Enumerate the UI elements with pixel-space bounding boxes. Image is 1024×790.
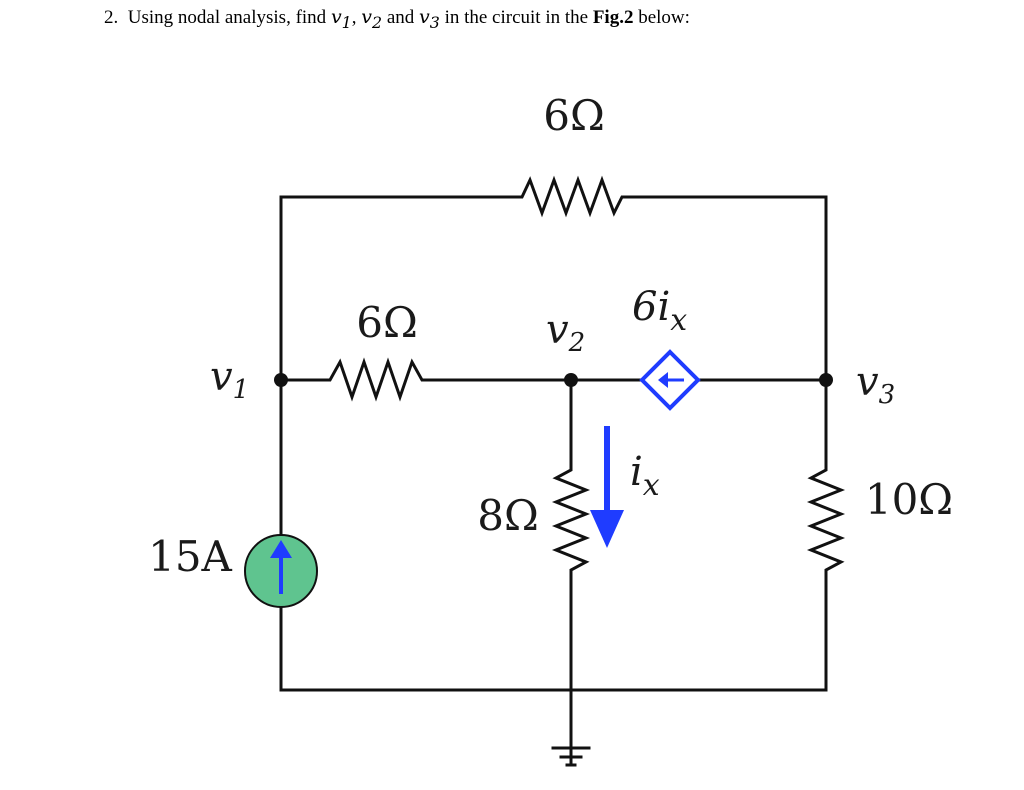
node-v2-label: v2: [546, 307, 585, 358]
current-source: [244, 534, 318, 608]
resistor-10-label: 10Ω: [865, 475, 953, 524]
resistor-8-label: 8Ω: [477, 491, 539, 540]
var-v2: v2: [361, 6, 383, 32]
node-v1-label: v1: [210, 354, 249, 405]
ix-label: ix: [630, 449, 660, 503]
node-v3-dot: [819, 373, 833, 387]
top-resistor-label: 6Ω: [543, 91, 605, 140]
ix-arrow: [590, 426, 624, 548]
ground-symbol: [551, 746, 591, 767]
middle-resistor-label: 6Ω: [356, 298, 418, 347]
top-wire: [279, 175, 828, 382]
question-and: and: [386, 7, 415, 28]
middle-wire: [279, 357, 828, 402]
current-source-label: 15A: [148, 532, 232, 581]
resistor-10-wire: [806, 378, 846, 692]
resistor-8-wire: [551, 378, 591, 767]
node-v2-dot: [564, 373, 578, 387]
node-v1-dot: [274, 373, 288, 387]
dependent-source-label: 6ix: [632, 284, 687, 338]
question-end: below:: [638, 7, 690, 28]
figure-reference: Fig.2: [592, 7, 634, 28]
var-v3: v3: [419, 6, 440, 32]
var-v1: v1: [330, 6, 352, 32]
node-v3-label: v3: [856, 359, 895, 410]
question-text: 2. Using nodal analysis, find v1, v2 and…: [104, 6, 690, 32]
question-intro: Using nodal analysis, find: [127, 7, 327, 28]
question-number: 2.: [104, 7, 119, 28]
question-mid: in the circuit in the: [444, 7, 589, 28]
dependent-source: [639, 349, 701, 411]
